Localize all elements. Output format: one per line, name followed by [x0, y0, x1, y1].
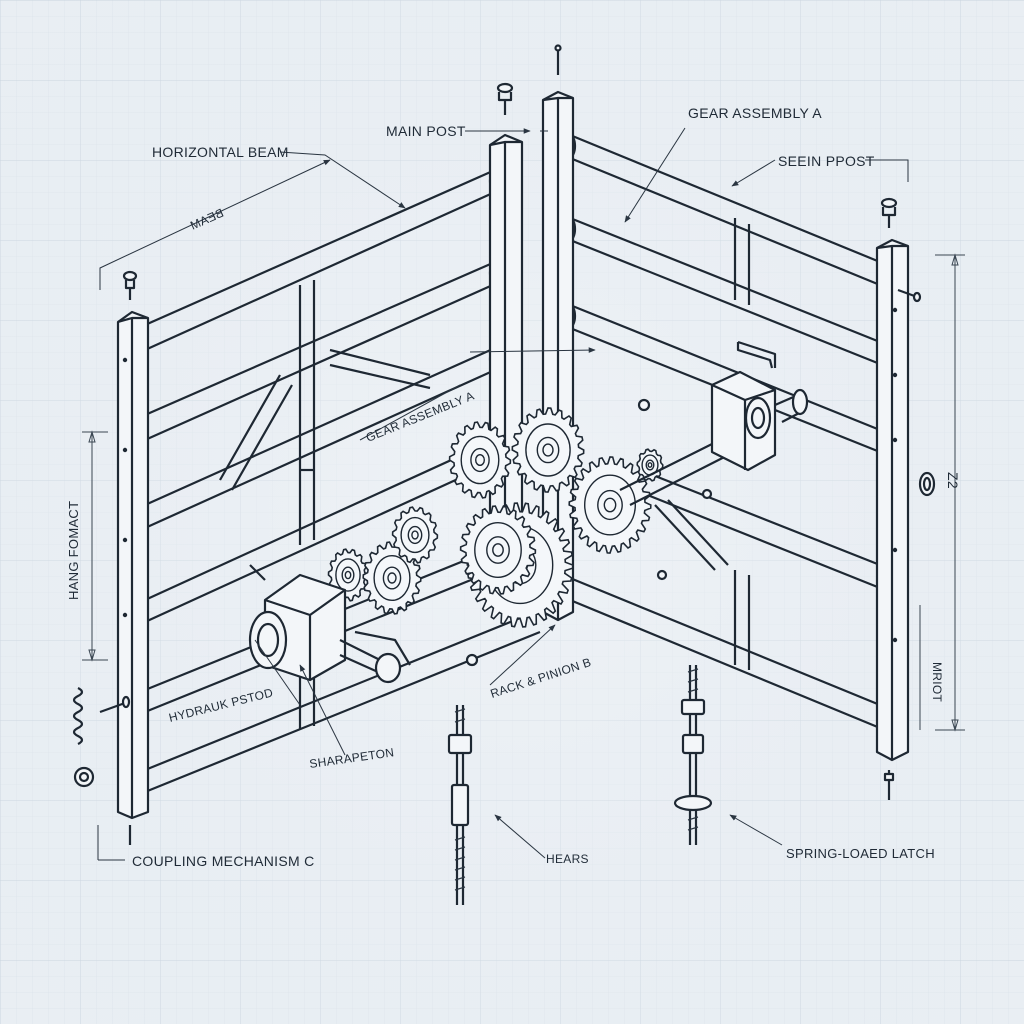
label-hears: HEARS — [546, 852, 589, 866]
label-mriot: MRIOT — [930, 662, 944, 703]
left-post — [116, 310, 150, 820]
handle-bracket — [736, 340, 777, 369]
gear-assembly — [327, 407, 664, 628]
bolt-icon — [880, 197, 898, 228]
gear-icon — [448, 421, 512, 499]
gear-icon — [459, 505, 537, 595]
hydraulic-piston — [248, 564, 411, 684]
washer-icon — [73, 766, 95, 788]
label-hang-fomact: HANG FOMACT — [66, 501, 81, 600]
leader-lines — [97, 127, 909, 861]
threaded-rod-right — [673, 665, 713, 845]
right-braces — [654, 218, 751, 670]
bearing-block — [710, 370, 809, 472]
gear-icon — [568, 456, 652, 554]
pin-icon — [554, 44, 562, 75]
label-horizontal-beam: HORIZONTAL BEAM — [152, 144, 289, 160]
spring-icon — [72, 687, 84, 745]
label-gear-assembly-top: GEAR ASSEMBLY A — [688, 105, 822, 121]
bolt-icon — [496, 82, 514, 115]
pin-icon — [883, 770, 895, 800]
right-post — [875, 238, 910, 762]
threaded-rod-left — [447, 705, 473, 905]
label-spring-latch: SPRING-LOAED LATCH — [786, 846, 935, 861]
washer-icon — [918, 471, 936, 497]
screw-icon — [99, 695, 131, 714]
left-frame — [116, 133, 541, 820]
gear-icon — [511, 407, 585, 493]
label-dim-right: Z2 — [945, 472, 961, 489]
dimension-lines — [82, 253, 965, 732]
bolt-icon — [122, 270, 138, 300]
screw-icon — [897, 288, 922, 303]
left-braces — [219, 280, 431, 730]
nut-icon — [465, 398, 713, 667]
gear-icon — [391, 506, 439, 564]
label-main-post: MAIN POST — [386, 123, 466, 139]
right-frame — [496, 44, 936, 800]
label-coupling-mechanism: COUPLING MECHANISM C — [132, 853, 315, 869]
label-seein-ppost: SEEIN PPOST — [778, 153, 875, 169]
